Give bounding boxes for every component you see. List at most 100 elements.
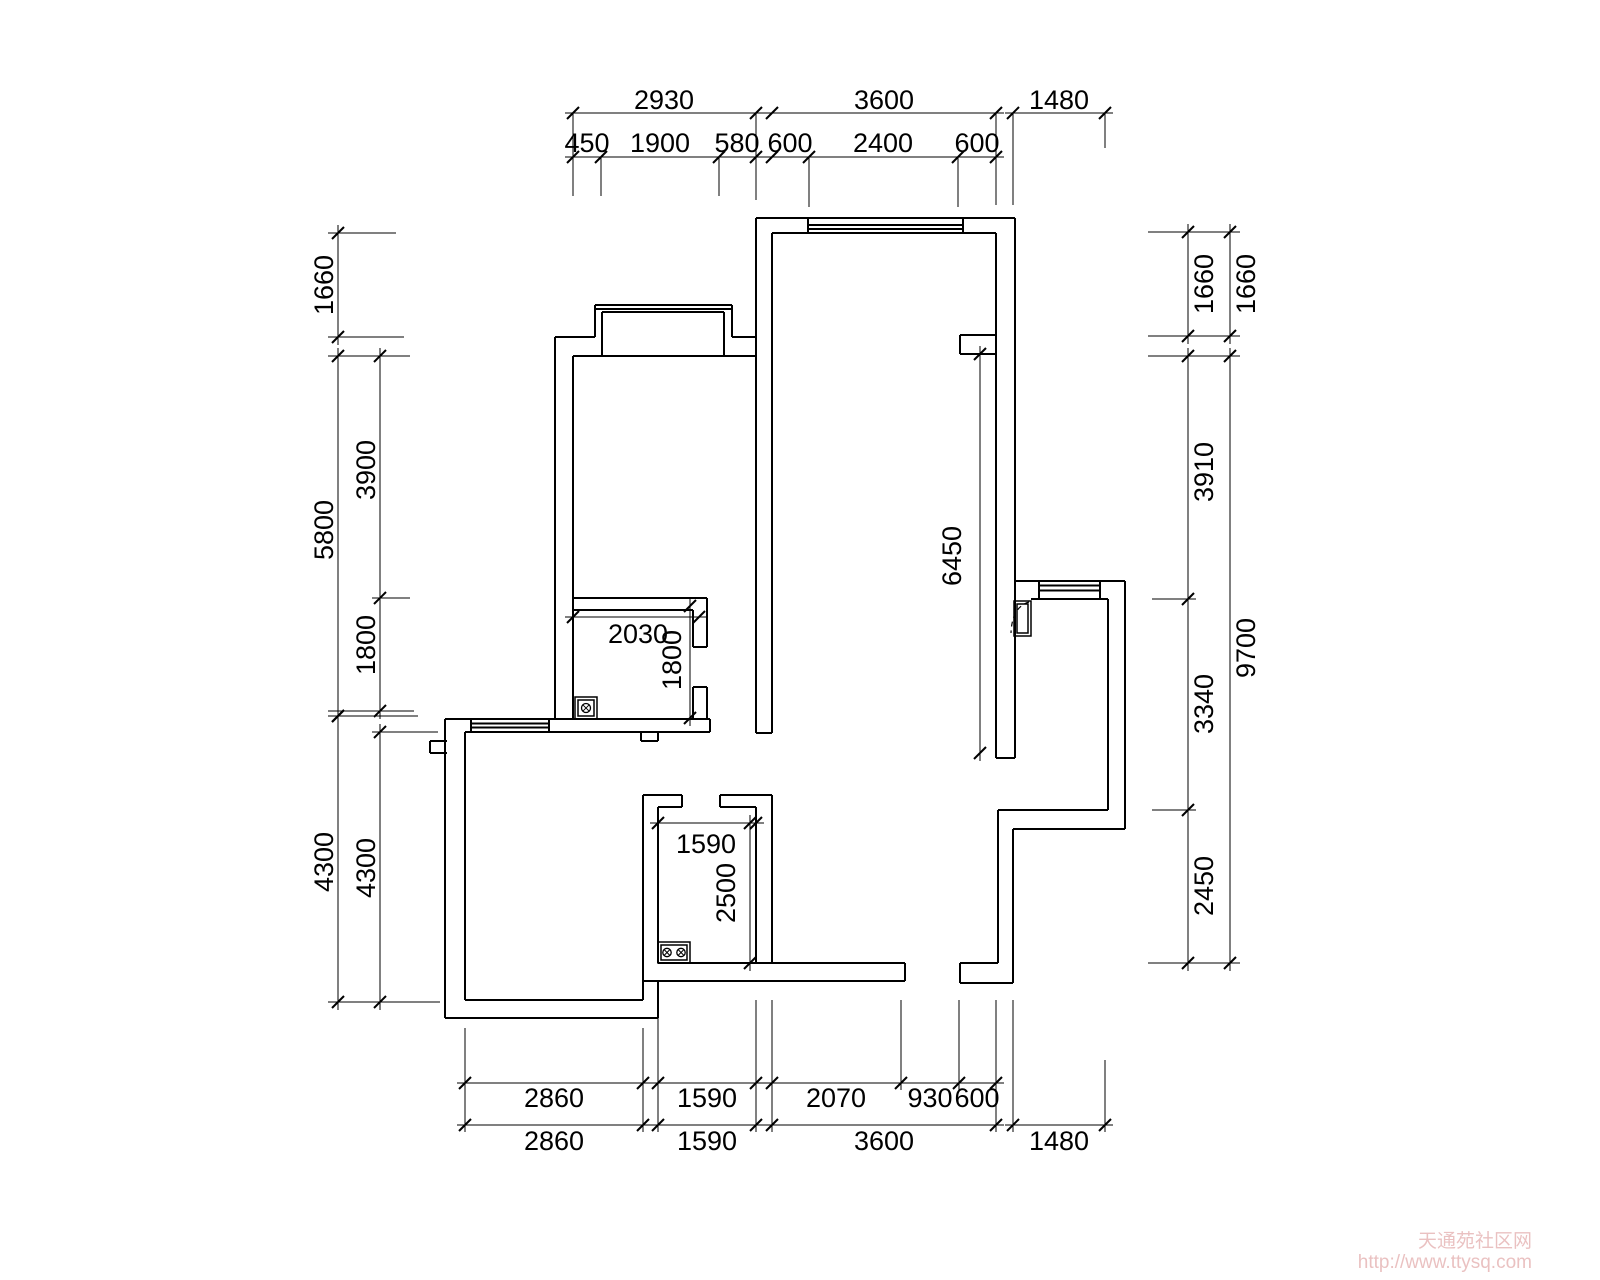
dimension-label: 1590 <box>677 1126 737 1156</box>
dimension-tick <box>1098 1118 1112 1132</box>
dimension-tick <box>1181 329 1195 343</box>
dimension-tick <box>989 1118 1003 1132</box>
toilet-symbol-inner <box>577 699 595 717</box>
dimension-tick <box>331 330 345 344</box>
dimension-label: 2070 <box>806 1083 866 1113</box>
dimension-tick <box>1006 1118 1020 1132</box>
dimension-label: 1660 <box>1189 254 1219 314</box>
dimension-label: 5800 <box>309 500 339 560</box>
dimension-label: 930 <box>907 1083 952 1113</box>
dimension-tick <box>1223 329 1237 343</box>
dimension-tick <box>692 610 706 624</box>
dimension-tick <box>765 150 779 164</box>
dimension-tick <box>1223 349 1237 363</box>
balcony-door-leaf-inner <box>1016 603 1029 634</box>
dimension-label: 1660 <box>309 255 339 315</box>
dimension-label: 600 <box>767 128 812 158</box>
dimension-label: 2860 <box>524 1083 584 1113</box>
dimension-tick <box>373 349 387 363</box>
dimension-tick <box>1223 956 1237 970</box>
stove-burner-icon <box>663 949 671 956</box>
dimension-tick <box>951 150 965 164</box>
dimension-tick <box>566 150 580 164</box>
dimension-tick <box>952 1076 966 1090</box>
stove-symbol <box>657 941 691 964</box>
dimension-tick <box>331 349 345 363</box>
dimension-tick <box>765 1076 779 1090</box>
dimension-label: 2030 <box>608 619 668 649</box>
dimension-tick <box>743 956 757 970</box>
dimension-label: 3340 <box>1189 674 1219 734</box>
dimension-label: 1800 <box>657 630 687 690</box>
dimension-tick <box>373 591 387 605</box>
dimension-tick <box>802 150 816 164</box>
dimension-tick <box>1181 225 1195 239</box>
dimension-label: 2500 <box>711 863 741 923</box>
fixture-symbols-layer <box>574 600 1032 964</box>
dimension-tick <box>989 106 1003 120</box>
dimension-tick <box>373 995 387 1009</box>
dimension-tick <box>1181 349 1195 363</box>
balcony-door-swing-arc <box>1010 601 1030 634</box>
dimension-tick <box>331 709 345 723</box>
dimension-tick <box>458 1076 472 1090</box>
toilet-symbol <box>574 696 598 720</box>
dimension-tick <box>1098 106 1112 120</box>
dimension-tick <box>989 150 1003 164</box>
dimension-tick <box>765 106 779 120</box>
dimension-label: 2400 <box>853 128 913 158</box>
dimension-tick <box>712 150 726 164</box>
dimension-tick <box>989 1076 1003 1090</box>
dimension-tick <box>1006 106 1020 120</box>
dimension-tick <box>743 816 757 830</box>
dimension-tick <box>749 106 763 120</box>
dimension-tick <box>458 1118 472 1132</box>
toilet-drain-icon <box>580 702 592 714</box>
dimension-tick <box>636 1076 650 1090</box>
dimension-tick <box>1181 803 1195 817</box>
dimension-label: 4300 <box>309 832 339 892</box>
dimension-tick <box>749 1118 763 1132</box>
dimension-tick <box>973 746 987 760</box>
dimension-tick <box>651 816 665 830</box>
dimension-tick <box>1223 225 1237 239</box>
dimension-tick <box>651 1076 665 1090</box>
watermark-site-name: 天通苑社区网 <box>1418 1230 1532 1252</box>
dimension-tick <box>894 1076 908 1090</box>
dimension-label: 3900 <box>351 440 381 500</box>
watermark: 天通苑社区网 http://www.ttysq.com <box>1358 1230 1532 1273</box>
stove-burner-icon <box>676 947 686 958</box>
dimension-tick <box>636 1118 650 1132</box>
dimension-tick <box>594 150 608 164</box>
dimension-label: 3600 <box>854 1126 914 1156</box>
dimension-label: 450 <box>564 128 609 158</box>
dimension-label: 1480 <box>1029 85 1089 115</box>
dimension-tick <box>973 347 987 361</box>
dimension-label: 1590 <box>676 829 736 859</box>
dimension-label: 6450 <box>937 526 967 586</box>
dimension-tick <box>765 1118 779 1132</box>
dimension-label: 4300 <box>351 838 381 898</box>
toilet-drain-icon <box>582 704 590 712</box>
dimension-label: 2930 <box>634 85 694 115</box>
dimension-tick <box>331 226 345 240</box>
dimension-tick <box>1181 956 1195 970</box>
stove-symbol-inner <box>660 944 688 961</box>
dimension-label: 600 <box>954 128 999 158</box>
watermark-url: http://www.ttysq.com <box>1358 1252 1532 1273</box>
dimension-label: 9700 <box>1231 618 1261 678</box>
dimension-tick <box>683 711 697 725</box>
dimension-tick <box>1181 592 1195 606</box>
dimension-tick <box>373 725 387 739</box>
dimension-tick <box>749 150 763 164</box>
dimension-tick <box>651 1118 665 1132</box>
stove-burner-icon <box>677 949 685 956</box>
dimension-tick <box>749 1076 763 1090</box>
dimension-label: 600 <box>954 1083 999 1113</box>
dimension-label: 1480 <box>1029 1126 1089 1156</box>
dimension-label: 1900 <box>630 128 690 158</box>
walls-layer <box>429 217 1126 1019</box>
dimension-label: 3910 <box>1189 442 1219 502</box>
